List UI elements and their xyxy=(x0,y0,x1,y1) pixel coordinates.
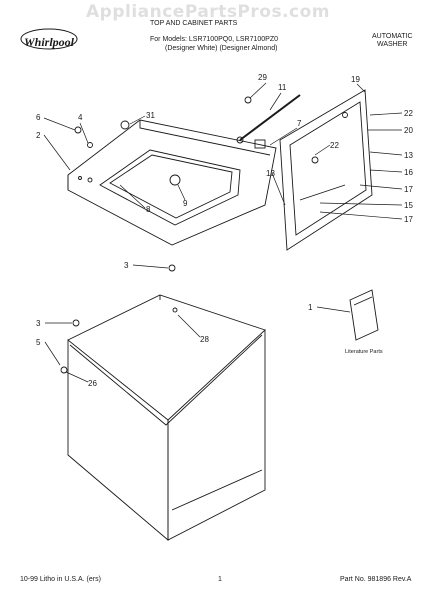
washer-cabinet xyxy=(67,294,266,541)
hinge-rod xyxy=(236,94,301,149)
callout-8: 8 xyxy=(146,205,151,214)
callout-1: 1 xyxy=(308,303,313,312)
callout-16: 16 xyxy=(404,168,413,177)
console-panel xyxy=(279,89,373,251)
watermark: AppliancePartsPros.com xyxy=(86,2,331,22)
models-line: For Models: LSR7100PQ0, LSR7100PZ0 xyxy=(150,36,279,43)
callout-15: 15 xyxy=(404,201,413,210)
fastener-3-lower xyxy=(72,319,80,327)
fastener-3-upper xyxy=(168,264,176,272)
callout-2: 2 xyxy=(36,131,41,140)
literature-packet xyxy=(349,289,379,341)
callout-22b: 22 xyxy=(330,141,339,150)
hinge-6 xyxy=(74,126,82,134)
callout-6: 6 xyxy=(36,113,41,122)
callout-28: 28 xyxy=(200,335,209,344)
leader-lines xyxy=(43,82,403,383)
callout-4: 4 xyxy=(78,113,83,122)
screw-29 xyxy=(244,96,252,104)
litho-note: 10-99 Litho in U.S.A. (ers) xyxy=(20,576,101,583)
callout-3a: 3 xyxy=(124,261,129,270)
clip-4 xyxy=(87,142,93,148)
part-number: Part No. 981896 Rev.A xyxy=(340,576,412,583)
product-type-line1: AUTOMATIC xyxy=(372,33,413,40)
callout-17b: 17 xyxy=(404,215,413,224)
callout-7: 7 xyxy=(297,119,302,128)
variant-line: (Designer White) (Designer Almond) xyxy=(165,45,278,52)
callout-13a: 13 xyxy=(404,151,413,160)
washer-top xyxy=(67,119,277,246)
callout-20: 20 xyxy=(404,126,413,135)
brand-name: Whirlpool xyxy=(24,35,75,49)
page-number: 1 xyxy=(218,576,222,583)
product-type-line2: WASHER xyxy=(377,41,408,48)
callout-9: 9 xyxy=(183,199,188,208)
screw-28 xyxy=(172,307,178,313)
plug-31 xyxy=(120,120,130,130)
diagram-title: TOP AND CABINET PARTS xyxy=(150,20,238,27)
callout-11: 11 xyxy=(278,83,287,92)
callout-17a: 17 xyxy=(404,185,413,194)
callout-labels: 29 11 31 6 4 2 7 19 22 20 22 13 16 13 17… xyxy=(36,73,413,388)
callout-29: 29 xyxy=(258,73,267,82)
callout-26: 26 xyxy=(88,379,97,388)
screw-26 xyxy=(60,366,68,374)
callout-5: 5 xyxy=(36,338,41,347)
whirlpool-logo xyxy=(20,28,78,50)
callout-3b: 3 xyxy=(36,319,41,328)
callout-22a: 22 xyxy=(404,109,413,118)
literature-label: Literature Parts xyxy=(345,349,383,355)
callout-13b: 13 xyxy=(266,169,275,178)
callout-31: 31 xyxy=(146,111,155,120)
callout-19: 19 xyxy=(351,75,360,84)
